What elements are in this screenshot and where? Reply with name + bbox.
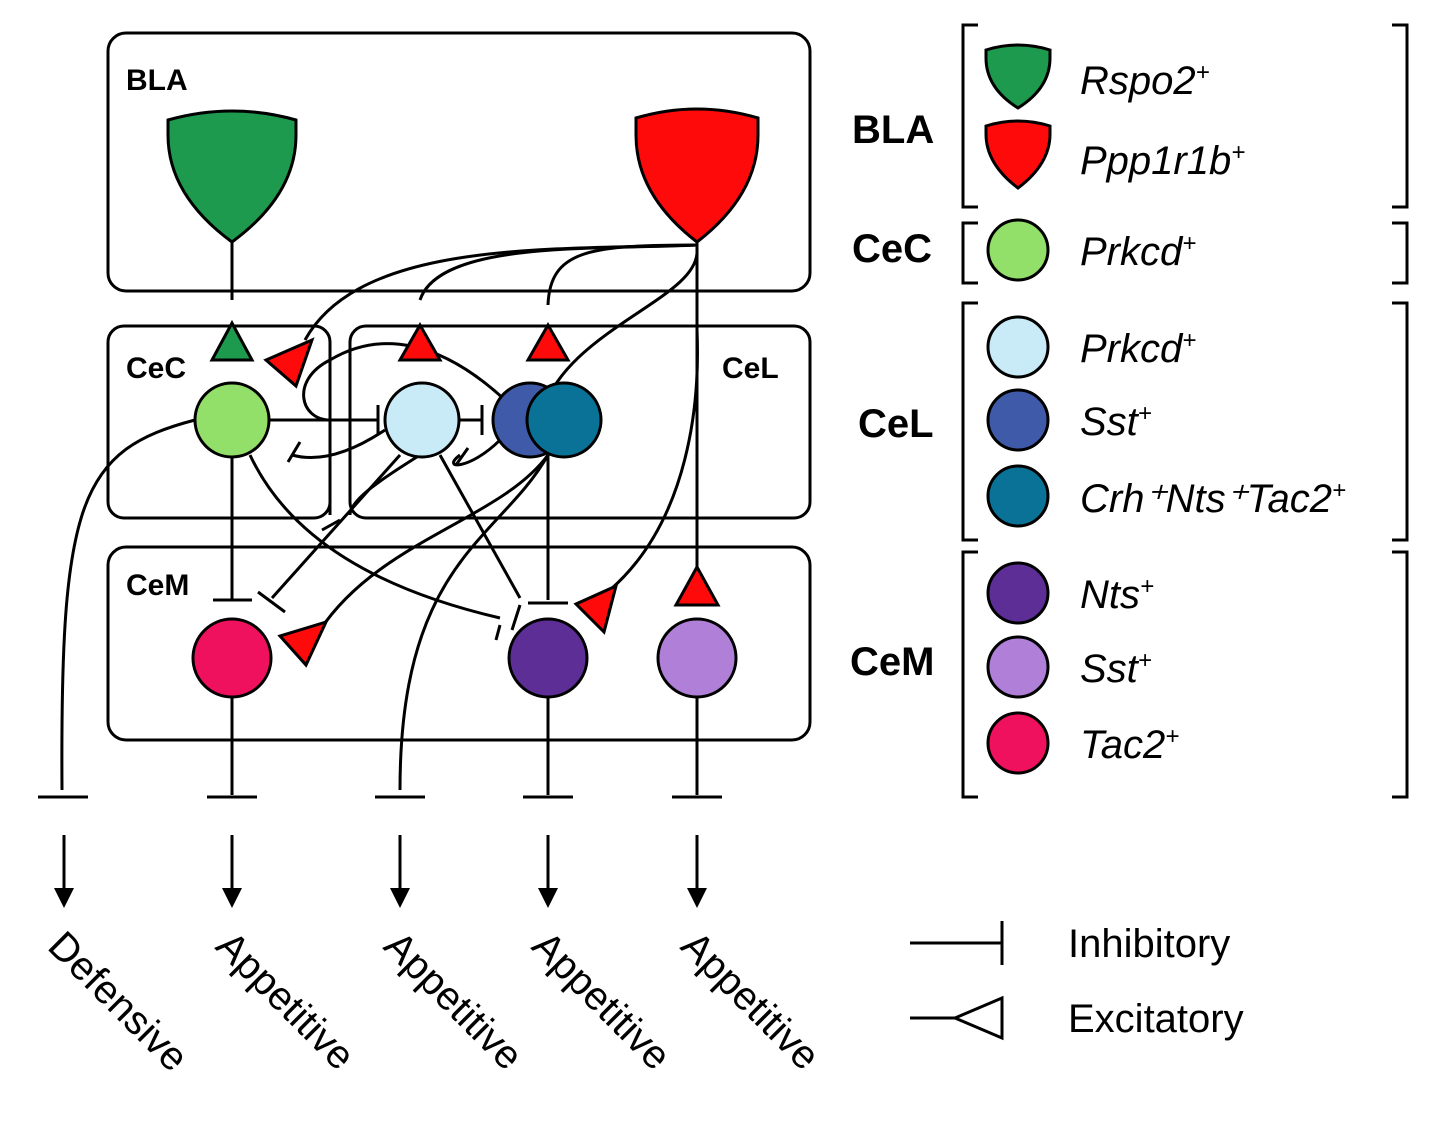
arrow-2 [222,835,242,908]
cel-prkcd-neuron [383,381,461,459]
red-synapse-cem-nts [573,583,619,635]
output-label-3: Appetitive [376,923,531,1078]
legend-cec-prkcd-symbol [986,218,1050,282]
output-label-1: Defensive [40,923,197,1080]
inhibitory-key-symbol [910,921,1004,965]
legend-cec-prkcd-label: Prkcd+ [1080,230,1196,274]
legend-ppp1r1b-symbol [984,119,1052,190]
legend-group-cem: CeM [850,640,934,684]
legend-group-bla: BLA [852,108,934,152]
output-arrows [54,835,707,908]
red-synapse-cem-tac2 [277,619,329,668]
legend-cem-tac2-symbol [986,711,1050,775]
legend-cel-prkcd-symbol [986,315,1050,379]
legend-cel-prkcd-label: Prkcd+ [1080,327,1196,371]
bla-ppp1r1b-neuron [634,107,760,244]
key: Inhibitory Excitatory [910,921,1244,1041]
legend-cem-nts-symbol [986,561,1050,625]
cem-region-label: CeM [126,569,189,602]
bracket-bla-left [961,23,978,209]
legend-cem-nts-label: Nts+ [1080,573,1154,617]
red-synapse-cem-sst [673,563,721,607]
bla-rspo2-neuron [166,109,298,244]
legend-cel-sst-label: Sst+ [1080,400,1152,444]
arrow-3 [390,835,410,908]
bracket-cel-left [961,301,978,542]
bla-region-label: BLA [126,64,188,97]
bracket-cem-right [1392,550,1409,799]
cem-nts-neuron [507,617,589,699]
legend-group-cel: CeL [858,402,934,446]
bla-box [106,31,812,293]
inhibitory-key-label: Inhibitory [1068,922,1230,966]
legend-cem-sst-symbol [986,635,1050,699]
bracket-cec-right [1392,221,1409,285]
excitatory-key-symbol [910,995,1004,1041]
bracket-cel-right [1392,301,1409,542]
legend-cel-sst-symbol [986,388,1050,452]
arrow-1 [54,835,74,908]
excitatory-key-label: Excitatory [1068,997,1244,1041]
cec-prkcd-neuron [193,381,271,459]
cel-box [348,324,812,520]
arrow-5 [687,835,707,908]
cem-sst-neuron [656,617,738,699]
output-label-2: Appetitive [208,923,363,1078]
bracket-cec-left [961,221,978,285]
red-synapse-cel-sst [525,321,571,362]
legend-rspo2-label: Rspo2+ [1080,59,1210,103]
legend-ppp1r1b-label: Ppp1r1b+ [1080,139,1245,183]
legend-cel-crh-symbol [986,464,1050,528]
output-label-4: Appetitive [524,923,679,1078]
legend-rspo2-symbol [984,43,1052,110]
bracket-cem-left [961,550,978,799]
output-label-5: Appetitive [673,923,828,1078]
cem-box [106,545,812,742]
cel-region-label: CeL [722,352,779,385]
green-synapse-cec [209,319,255,362]
legend-cel-crh-label: Crh⁺Nts⁺Tac2+ [1080,477,1346,521]
legend-cem-sst-label: Sst+ [1080,647,1152,691]
cem-tac2-neuron [191,617,273,699]
cec-region-label: CeC [126,352,186,385]
legend-cem-tac2-label: Tac2+ [1080,723,1179,767]
legend: BLA CeC CeL CeM Rspo2+ Ppp1r1b+ Prkcd+ P… [850,23,1409,799]
red-synapse-cec [263,337,315,389]
cel-crh-neuron [525,381,603,459]
legend-group-cec: CeC [852,227,932,271]
arrow-4 [538,835,558,908]
red-synapse-cel-prkcd [397,321,443,362]
bracket-bla-right [1392,23,1409,209]
